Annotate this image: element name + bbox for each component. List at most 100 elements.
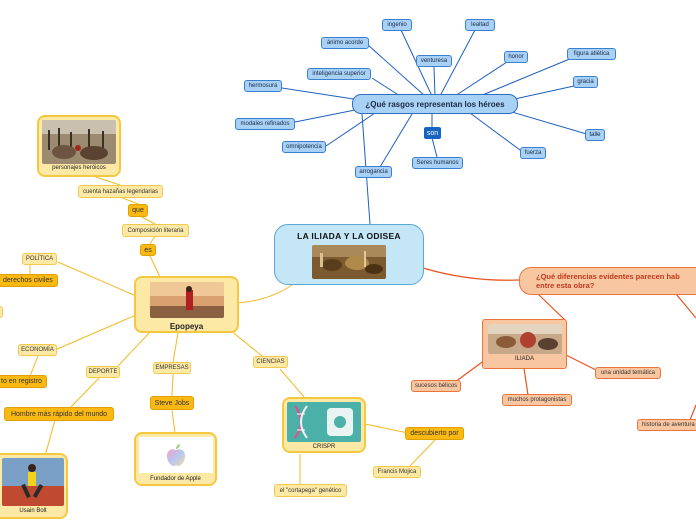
- heroes-question-label: ¿Qué rasgos representan los héroes: [365, 99, 505, 109]
- descubierto-label: descubierto por: [410, 430, 459, 437]
- empresas-label: EMPRESAS: [155, 365, 189, 371]
- apple-logo-frame: [138, 437, 213, 473]
- trait-label: modales refinados: [240, 121, 290, 127]
- apple-label: Fundador de Apple: [150, 476, 201, 482]
- edge-heroes-fuerza: [469, 112, 525, 154]
- edge-steve-apple: [171, 409, 176, 434]
- diff-label: muchos protagonistas: [507, 397, 567, 403]
- diff-unidad-tematica[interactable]: una unidad temática: [595, 367, 661, 379]
- diff-historia-aventura[interactable]: historia de aventura: [637, 419, 696, 431]
- trait-figura-atletica[interactable]: figura atlética: [567, 48, 616, 60]
- francis-mojica-node[interactable]: Francis Mojica: [373, 466, 421, 478]
- que-connector[interactable]: que: [128, 204, 148, 217]
- politica-node[interactable]: POLÍTICA: [22, 253, 57, 265]
- crispr-node[interactable]: CRISPR: [282, 397, 366, 453]
- trait-animo-acorde[interactable]: ánimo acorde: [321, 37, 369, 49]
- edge-right-historia: [689, 404, 696, 421]
- son-connector[interactable]: son: [424, 127, 441, 139]
- iliada-node[interactable]: ILIADA: [482, 319, 567, 369]
- trait-ingenio[interactable]: ingenio: [382, 19, 412, 31]
- edge-epopeya-ciencias: [229, 329, 263, 357]
- deporte-node[interactable]: DEPORTE: [86, 366, 120, 378]
- trait-label: hermosura: [248, 83, 278, 89]
- trait-inteligencia-superior[interactable]: inteligencia superior: [307, 68, 371, 80]
- edge-epopeya-deporte: [117, 331, 151, 367]
- edge-heroes-figura: [479, 57, 573, 97]
- edge-deporte-hombre: [69, 376, 101, 409]
- es-label: es: [144, 246, 152, 254]
- epopeya-label: Epopeya: [169, 322, 204, 331]
- crispr-label: CRISPR: [312, 444, 336, 450]
- descubierto-por-node[interactable]: descubierto por: [405, 427, 464, 440]
- trait-seres-humanos[interactable]: Seres humanos: [412, 157, 463, 169]
- edge-heroes-honor: [454, 59, 511, 97]
- edge-heroes-gracia: [509, 85, 575, 101]
- trait-modales-refinados[interactable]: modales refinados: [235, 118, 295, 130]
- trait-label: honor: [508, 54, 524, 60]
- diff-label: historia de aventura: [642, 422, 695, 428]
- composicion-literaria-node[interactable]: Composición literaria: [122, 224, 189, 237]
- trait-arrogancia[interactable]: arrogancia: [355, 166, 392, 178]
- central-topic[interactable]: LA ILIADA Y LA ODISEA: [274, 224, 424, 285]
- empresas-node[interactable]: EMPRESAS: [153, 362, 191, 374]
- differences-question-label: ¿Qué diferencias evidentes parecen hab e…: [536, 272, 680, 290]
- heroes-question-node[interactable]: ¿Qué rasgos representan los héroes: [352, 94, 518, 114]
- edge-crispr-descubierto: [364, 423, 409, 434]
- personajes-heroicos-node[interactable]: personajes heróicos: [37, 115, 121, 177]
- hazanas-legendarias-node[interactable]: cuenta hazañas legendarias: [78, 185, 163, 198]
- fundador-apple-node[interactable]: Fundador de Apple: [134, 432, 217, 486]
- diff-label: una unidad temática: [600, 370, 656, 376]
- iliada-label: ILIADA: [514, 356, 534, 362]
- epopeya-node[interactable]: Epopeya: [134, 276, 239, 333]
- cutoff-left-node[interactable]: [0, 306, 3, 318]
- diff-muchos-protagonistas[interactable]: muchos protagonistas: [502, 394, 572, 406]
- trait-label: gracia: [577, 79, 594, 85]
- trait-label: lealtad: [471, 22, 489, 28]
- trait-label: fuerza: [524, 150, 542, 156]
- economia-node[interactable]: ECONOMÍA: [18, 344, 57, 356]
- edge-central-epopeya: [237, 284, 293, 304]
- trait-lealtad[interactable]: lealtad: [465, 19, 495, 31]
- trait-label: venturesa: [420, 58, 448, 64]
- edge-epopeya-es: [149, 255, 161, 278]
- trait-label: figura atlética: [573, 51, 610, 57]
- cortapega-label: el "cortapega" genético: [279, 487, 342, 494]
- registro-node[interactable]: to en registro: [0, 375, 47, 388]
- edge-epopeya-economia: [54, 314, 137, 351]
- cortapega-node[interactable]: el "cortapega" genético: [274, 484, 347, 497]
- trait-gracia[interactable]: gracia: [573, 76, 598, 88]
- edge-descubierto-mojica: [409, 439, 436, 467]
- steve-label: Steve Jobs: [154, 399, 190, 407]
- trait-talle[interactable]: talle: [585, 129, 605, 141]
- es-connector[interactable]: es: [140, 244, 156, 256]
- differences-question-node[interactable]: ¿Qué diferencias evidentes parecen hab e…: [519, 267, 696, 295]
- derechos-civiles-node[interactable]: derechos civiles: [0, 274, 58, 287]
- edge-differences-iliada: [537, 293, 566, 321]
- trait-fuerza[interactable]: fuerza: [520, 147, 546, 159]
- steve-jobs-node[interactable]: Steve Jobs: [150, 396, 194, 410]
- hombre-label: Hombre más rápido del mundo: [10, 410, 108, 418]
- edge-iliada-muchos: [523, 367, 529, 396]
- politica-label: POLÍTICA: [25, 256, 54, 262]
- ciencias-node[interactable]: CIENCIAS: [253, 356, 288, 368]
- trait-honor[interactable]: honor: [504, 51, 528, 63]
- edge-composicion-que: [139, 215, 156, 225]
- trait-label: ánimo acorde: [326, 40, 364, 46]
- usain-bolt-node[interactable]: Usain Bolt: [0, 453, 68, 519]
- hombre-mas-rapido-node[interactable]: Hombre más rápido del mundo: [4, 407, 114, 421]
- trait-venturesa[interactable]: venturesa: [416, 55, 452, 67]
- edge-epopeya-politica: [57, 261, 137, 297]
- trait-hermosura[interactable]: hermosura: [244, 80, 282, 92]
- edge-son-seres: [431, 137, 438, 158]
- edge-iliada-unidad: [565, 354, 601, 373]
- edge-epopeya-empresas: [172, 332, 179, 363]
- edge-heroes-omnipotencia: [325, 112, 376, 147]
- diff-sucesos-belicos[interactable]: sucesos bélicos: [411, 380, 461, 392]
- edge-ciencias-crispr: [279, 368, 306, 399]
- que-label: que: [132, 207, 144, 214]
- trait-omnipotencia[interactable]: omnipotencia: [282, 141, 326, 153]
- edge-heroes-talle: [504, 109, 591, 136]
- edge-heroes-arrogancia: [379, 113, 413, 168]
- ciencias-label: CIENCIAS: [256, 359, 285, 365]
